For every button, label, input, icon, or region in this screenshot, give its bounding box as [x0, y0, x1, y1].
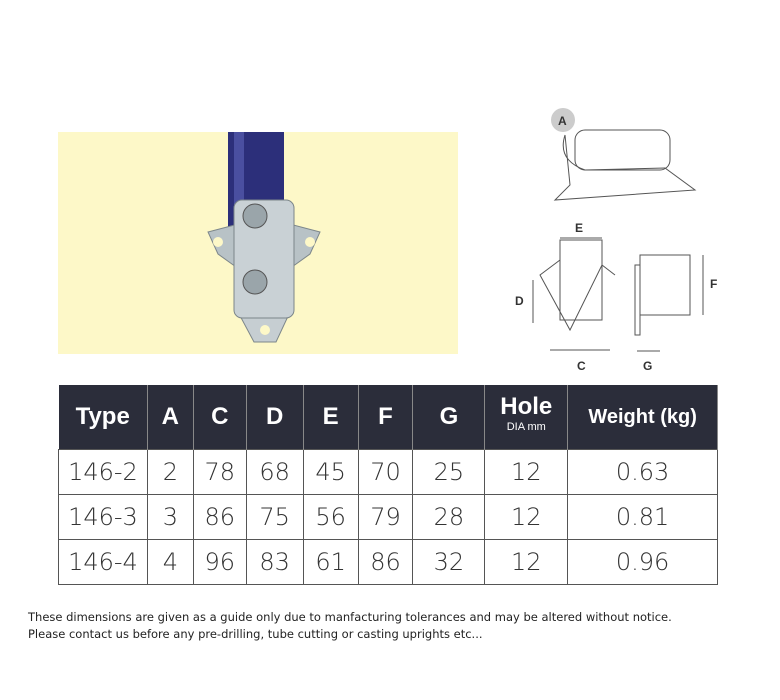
table-cell: 78 [192, 449, 247, 495]
table-cell: 56 [302, 494, 359, 540]
note-line-2: Please contact us before any pre-drillin… [28, 627, 483, 641]
table-cell: 86 [192, 494, 247, 540]
table-cell: 79 [357, 494, 414, 540]
header-a: A [147, 385, 194, 450]
label-d: D [515, 294, 524, 308]
table-cell: 146-3 [58, 494, 148, 540]
table-cell: 0.63 [567, 449, 718, 495]
table-cell: 75 [245, 494, 304, 540]
header-c: C [193, 385, 247, 450]
table-cell: 86 [357, 539, 414, 585]
label-a: A [558, 114, 567, 128]
dimension-diagram: A E D F C G [495, 90, 735, 380]
table-cell: 25 [412, 449, 486, 495]
label-f: F [710, 277, 717, 291]
table-cell: 146-2 [58, 449, 148, 495]
table-cell: 146-4 [58, 539, 148, 585]
product-photo [58, 132, 458, 354]
header-hole-sub: DIA mm [506, 421, 546, 433]
disclaimer-note: These dimensions are given as a guide on… [28, 609, 672, 643]
header-hole-label: Hole [500, 393, 553, 420]
table-cell: 32 [412, 539, 486, 585]
note-line-1: These dimensions are given as a guide on… [28, 610, 672, 624]
label-g: G [643, 359, 652, 373]
header-f: F [358, 385, 414, 450]
header-type: Type [58, 385, 148, 450]
table-cell: 61 [302, 539, 359, 585]
table-cell: 12 [484, 449, 569, 495]
table-cell: 28 [412, 494, 486, 540]
label-e: E [575, 221, 583, 235]
table-cell: 3 [146, 494, 194, 540]
table-cell: 0.96 [567, 539, 718, 585]
header-weight: Weight (kg) [567, 385, 718, 450]
table-cell: 12 [484, 539, 569, 585]
table-cell: 70 [357, 449, 414, 495]
table-cell: 2 [146, 449, 194, 495]
header-g: G [412, 385, 486, 450]
table-cell: 0.81 [567, 494, 718, 540]
header-e: E [303, 385, 359, 450]
table-cell: 83 [245, 539, 304, 585]
table-cell: 68 [245, 449, 304, 495]
header-d: D [246, 385, 304, 450]
table-cell: 4 [146, 539, 194, 585]
table-cell: 45 [302, 449, 359, 495]
table-cell: 96 [192, 539, 247, 585]
label-c: C [577, 359, 586, 373]
table-cell: 12 [484, 494, 569, 540]
